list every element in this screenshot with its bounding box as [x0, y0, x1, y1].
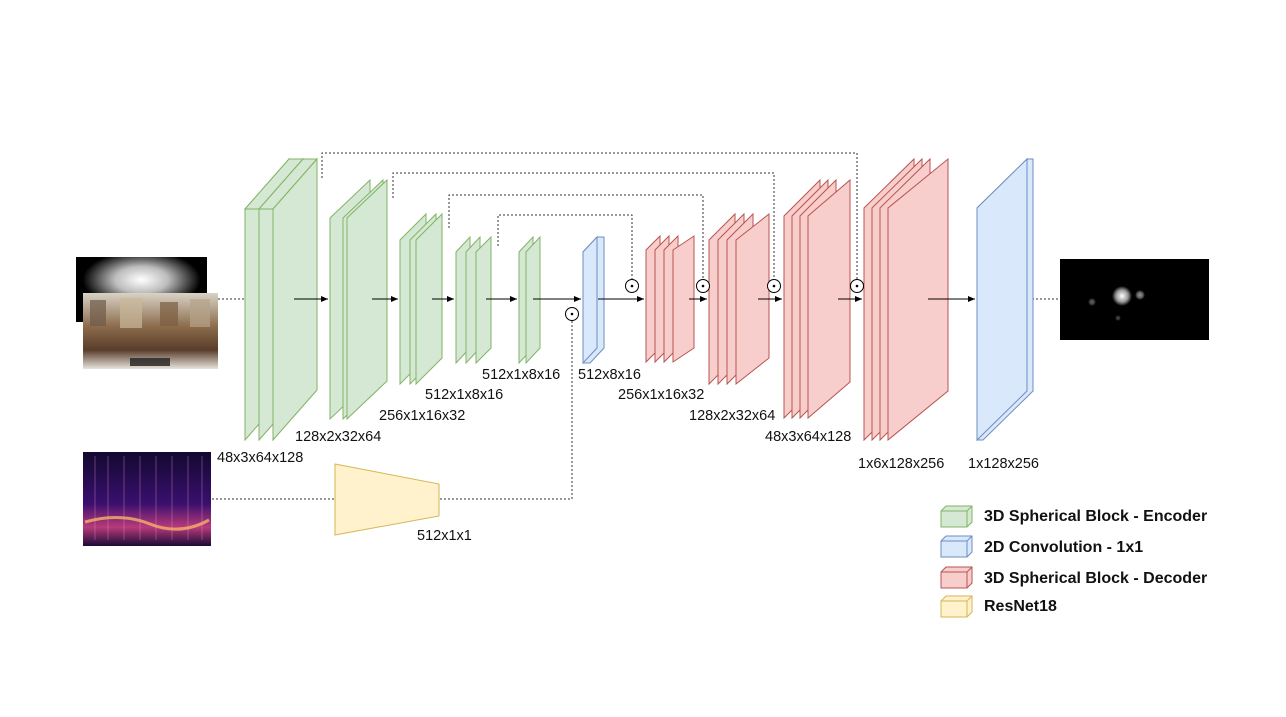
- merge-operator-skip-1: [850, 279, 864, 293]
- label-decoder-1: 256x1x16x32: [618, 387, 704, 403]
- label-encoder-4: 512x1x8x16: [425, 387, 503, 403]
- label-decoder-4: 1x6x128x256: [858, 456, 944, 472]
- label-encoder-1: 48x3x64x128: [217, 450, 303, 466]
- decoder-block-3: [783, 178, 851, 420]
- decoder-block-4: [863, 157, 949, 442]
- legend-label-decoder: 3D Spherical Block - Decoder: [984, 570, 1207, 587]
- decoder-block-2: [708, 212, 770, 386]
- legend-label-encoder: 3D Spherical Block - Encoder: [984, 508, 1207, 525]
- label-encoder-2: 128x2x32x64: [295, 429, 381, 445]
- merge-operator-skip-3: [696, 279, 710, 293]
- conv-block-out: [976, 157, 1034, 442]
- conv-block-mid: [582, 235, 605, 365]
- legend-item-conv: 2D Convolution - 1x1: [940, 535, 1143, 558]
- label-conv-mid: 512x8x16: [578, 367, 641, 383]
- label-encoder-3: 256x1x16x32: [379, 408, 465, 424]
- merge-operator-skip-2: [767, 279, 781, 293]
- encoder-block-2: [329, 178, 388, 421]
- merge-operators: [565, 279, 864, 321]
- skip-connections: [212, 152, 1060, 500]
- resnet-block: [334, 463, 440, 536]
- dimension-labels: 48x3x64x128 128x2x32x64 256x1x16x32 512x…: [217, 367, 1039, 544]
- label-decoder-3: 48x3x64x128: [765, 429, 851, 445]
- encoder-block-3: [399, 212, 443, 386]
- merge-operator-resnet: [565, 307, 579, 321]
- merge-operator-skip-4: [625, 279, 639, 293]
- legend-label-conv: 2D Convolution - 1x1: [984, 539, 1143, 556]
- decoder-block-1: [645, 234, 695, 364]
- legend-item-encoder: 3D Spherical Block - Encoder: [940, 505, 1207, 528]
- legend: 3D Spherical Block - Encoder 2D Convolut…: [940, 505, 1207, 618]
- legend-item-resnet: ResNet18: [940, 595, 1057, 618]
- input-panorama-image: [83, 293, 218, 369]
- input-spectrogram-image: [83, 452, 211, 546]
- label-decoder-2: 128x2x32x64: [689, 408, 775, 424]
- output-saliency-map: [1060, 259, 1209, 340]
- encoder-block-5: [518, 235, 541, 365]
- legend-item-decoder: 3D Spherical Block - Decoder: [940, 566, 1207, 589]
- encoder-block-4: [455, 235, 492, 365]
- label-encoder-5: 512x1x8x16: [482, 367, 560, 383]
- label-conv-out: 1x128x256: [968, 456, 1039, 472]
- label-resnet: 512x1x1: [417, 528, 472, 544]
- legend-label-resnet: ResNet18: [984, 598, 1057, 615]
